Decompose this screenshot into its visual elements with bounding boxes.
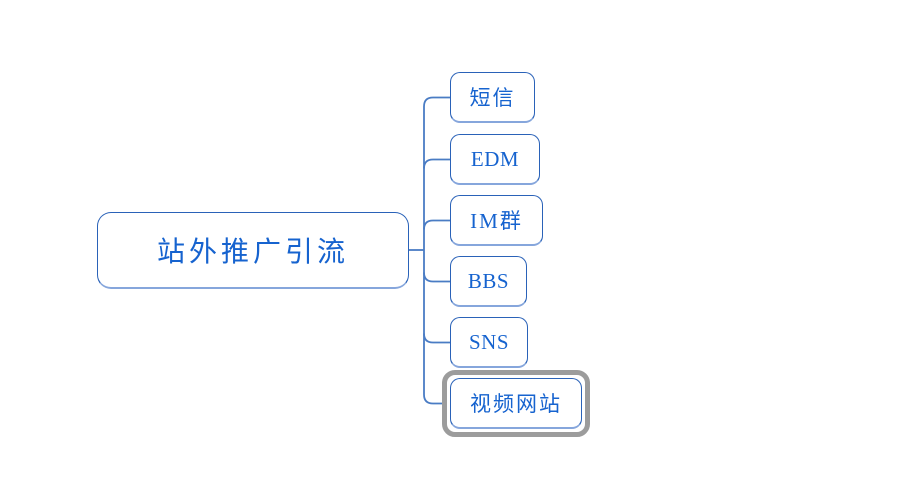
child-node-label-2: IM群 <box>470 209 523 233</box>
child-node-label-5: 视频网站 <box>470 392 562 416</box>
connector-branch-3 <box>423 272 450 283</box>
connector-branch-2 <box>423 219 450 230</box>
child-node-3[interactable]: BBS <box>450 256 527 307</box>
connector-branch-0 <box>423 96 450 107</box>
child-node-4[interactable]: SNS <box>450 317 528 368</box>
child-node-5[interactable]: 视频网站 <box>450 378 582 429</box>
child-node-2[interactable]: IM群 <box>450 195 543 246</box>
child-node-1[interactable]: EDM <box>450 134 540 185</box>
child-node-label-1: EDM <box>470 146 520 171</box>
root-node-label: 站外推广引流 <box>156 237 349 268</box>
child-node-label-3: BBS <box>467 268 510 293</box>
connector-branch-1 <box>423 158 450 169</box>
root-node[interactable]: 站外推广引流 <box>97 212 409 289</box>
child-node-0[interactable]: 短信 <box>450 72 535 123</box>
child-node-label-4: SNS <box>468 329 510 354</box>
child-node-label-0: 短信 <box>469 86 516 110</box>
connector-branch-4 <box>423 333 450 344</box>
